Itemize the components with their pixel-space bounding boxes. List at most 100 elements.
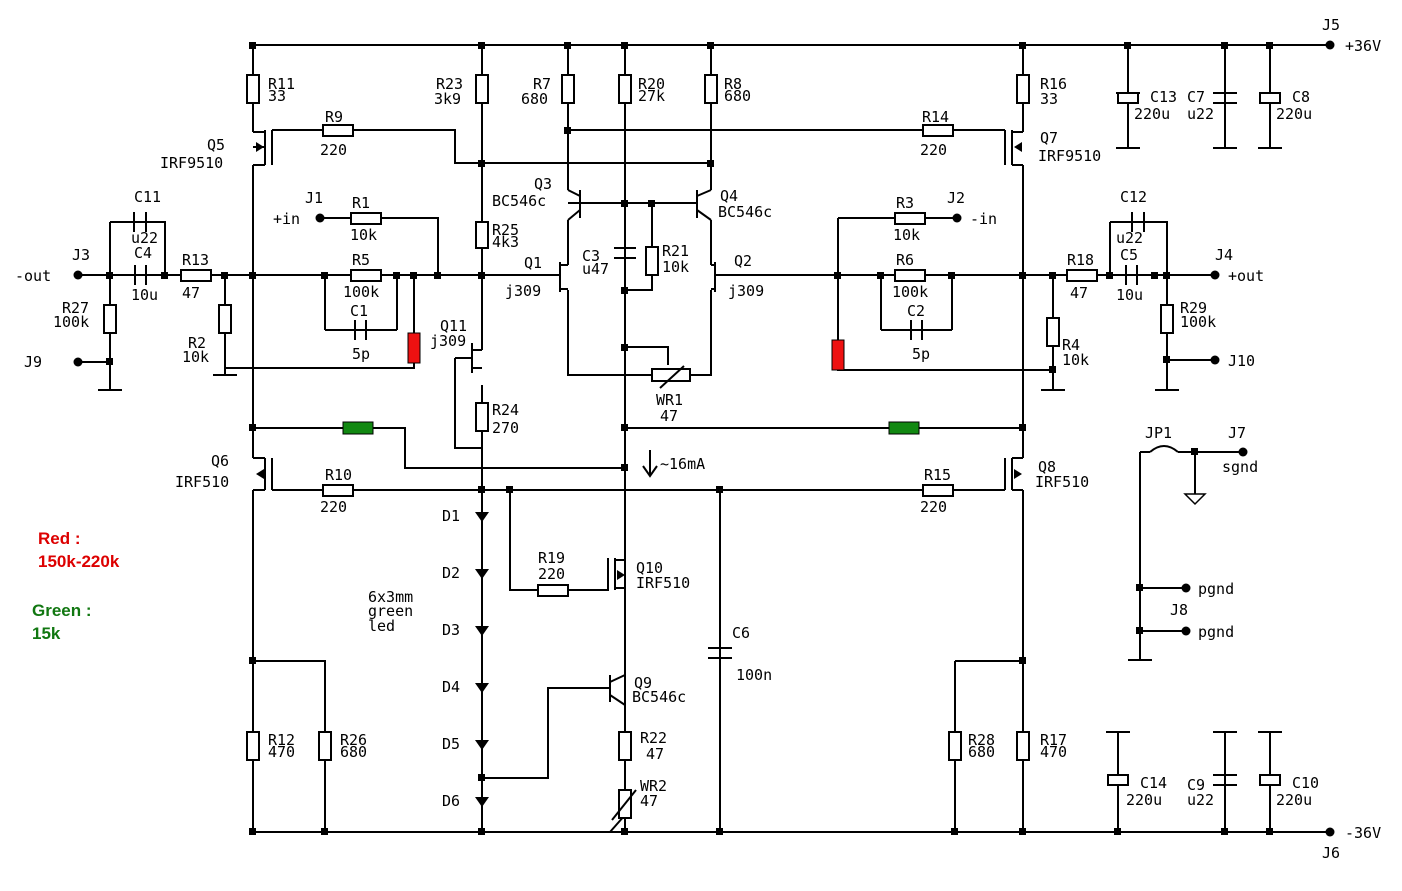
- r9-ref: R9: [325, 108, 343, 126]
- r13-value: 47: [182, 284, 200, 302]
- j8-pad-2: [1181, 626, 1191, 636]
- c3-symbol: [614, 247, 636, 259]
- legend-green-label: Green :: [32, 601, 92, 620]
- j3-pad: [73, 270, 83, 280]
- r18-ref: R18: [1067, 251, 1094, 269]
- c6-value: 100n: [736, 666, 772, 684]
- r28-body: [948, 731, 962, 761]
- c7-ref: C7: [1187, 88, 1205, 106]
- r22-body: [618, 731, 632, 761]
- q2-part: j309: [728, 282, 764, 300]
- q8-part: IRF510: [1035, 473, 1089, 491]
- j8-label-1: pgnd: [1198, 580, 1234, 598]
- c5-symbol: [1115, 265, 1155, 285]
- red-resistor-left: [407, 332, 421, 364]
- r23-body: [475, 74, 489, 104]
- j6-ref: J6: [1322, 844, 1340, 862]
- r29-value: 100k: [1180, 313, 1216, 331]
- c12-ref: C12: [1120, 188, 1147, 206]
- labels: J5 +36V J6 -36V J1 +in J2 -in J3 -out J4…: [15, 16, 1381, 862]
- c8-symbol: [1259, 92, 1281, 104]
- q9-part: BC546c: [632, 688, 686, 706]
- j1-pad: [315, 213, 325, 223]
- d1-led: [475, 512, 489, 522]
- d6-led: [475, 797, 489, 807]
- d4-led: [475, 683, 489, 693]
- junction-dots: [106, 42, 1273, 835]
- r3-ref: R3: [896, 194, 914, 212]
- r13-body: [180, 269, 212, 282]
- c4-value: 10u: [131, 286, 158, 304]
- r9-value: 220: [320, 141, 347, 159]
- r24-body: [475, 402, 489, 432]
- r22-value: 47: [646, 745, 664, 763]
- q11-ref: Q11: [440, 317, 467, 335]
- r25-value: 4k3: [492, 233, 519, 251]
- r4-body: [1046, 317, 1060, 347]
- r24-value: 270: [492, 419, 519, 437]
- q8-mosfet: [1004, 457, 1023, 491]
- r15-ref: R15: [924, 466, 951, 484]
- j7-label: sgnd: [1222, 458, 1258, 476]
- r6-value: 100k: [892, 283, 928, 301]
- c1-symbol: [340, 320, 380, 340]
- r4-value: 10k: [1062, 351, 1089, 369]
- select-resistors: [342, 332, 920, 435]
- green-resistor-right: [888, 421, 920, 435]
- c14-ref: C14: [1140, 774, 1167, 792]
- q9-bjt: [609, 674, 626, 706]
- c9-value: u22: [1187, 791, 1214, 809]
- sgnd-ground-icon: [1183, 493, 1207, 506]
- c10-value: 220u: [1276, 791, 1312, 809]
- capacitors: [120, 92, 1282, 786]
- c13-value: 220u: [1134, 105, 1170, 123]
- d2-led: [475, 569, 489, 579]
- wires: [80, 44, 1330, 833]
- c3-ref: C3: [582, 247, 600, 265]
- j1-label: +in: [273, 210, 300, 228]
- q3-bjt: [567, 189, 581, 221]
- c1-value: 5p: [352, 345, 370, 363]
- r21-body: [645, 246, 659, 276]
- c7-value: u22: [1187, 105, 1214, 123]
- c11-ref: C11: [134, 188, 161, 206]
- ground-symbols: [98, 368, 1207, 661]
- r17-ref: R17: [1040, 731, 1067, 749]
- c6-symbol: [708, 647, 732, 659]
- q3-part: BC546c: [492, 192, 546, 210]
- r15-value: 220: [920, 498, 947, 516]
- r4-ref: R4: [1062, 336, 1080, 354]
- c9-ref: C9: [1187, 776, 1205, 794]
- j7-pad: [1238, 447, 1248, 457]
- r2-value: 10k: [182, 348, 209, 366]
- r28-ref: R28: [968, 731, 995, 749]
- r10-ref: R10: [325, 466, 352, 484]
- q4-ref: Q4: [720, 187, 738, 205]
- r19-body: [537, 584, 569, 597]
- led-string: [475, 512, 489, 807]
- r9-body: [322, 124, 354, 137]
- j6-pad: [1325, 827, 1335, 837]
- legend-green-value: 15k: [32, 624, 61, 643]
- c2-value: 5p: [912, 345, 930, 363]
- wr2-ref: WR2: [640, 777, 667, 795]
- c10-ref: C10: [1292, 774, 1319, 792]
- d6-ref: D6: [442, 792, 460, 810]
- legend-red-value: 150k-220k: [38, 552, 120, 571]
- r11-value: 33: [268, 87, 286, 105]
- j10-pad: [1210, 355, 1220, 365]
- q11-jfet: [471, 343, 482, 373]
- j8-label-2: pgnd: [1198, 623, 1234, 641]
- green-resistor-left: [342, 421, 374, 435]
- q10-ref: Q10: [636, 559, 663, 577]
- j8-pad-1: [1181, 583, 1191, 593]
- j2-pad: [952, 213, 962, 223]
- jp1-ref: JP1: [1145, 424, 1172, 442]
- d3-ref: D3: [442, 621, 460, 639]
- q5-mosfet: [253, 130, 273, 166]
- rail-negative: -36V: [1345, 824, 1381, 842]
- r1-ref: R1: [352, 194, 370, 212]
- led-note-line2: green: [368, 602, 413, 620]
- r29-ref: R29: [1180, 299, 1207, 317]
- r29-body: [1160, 304, 1174, 334]
